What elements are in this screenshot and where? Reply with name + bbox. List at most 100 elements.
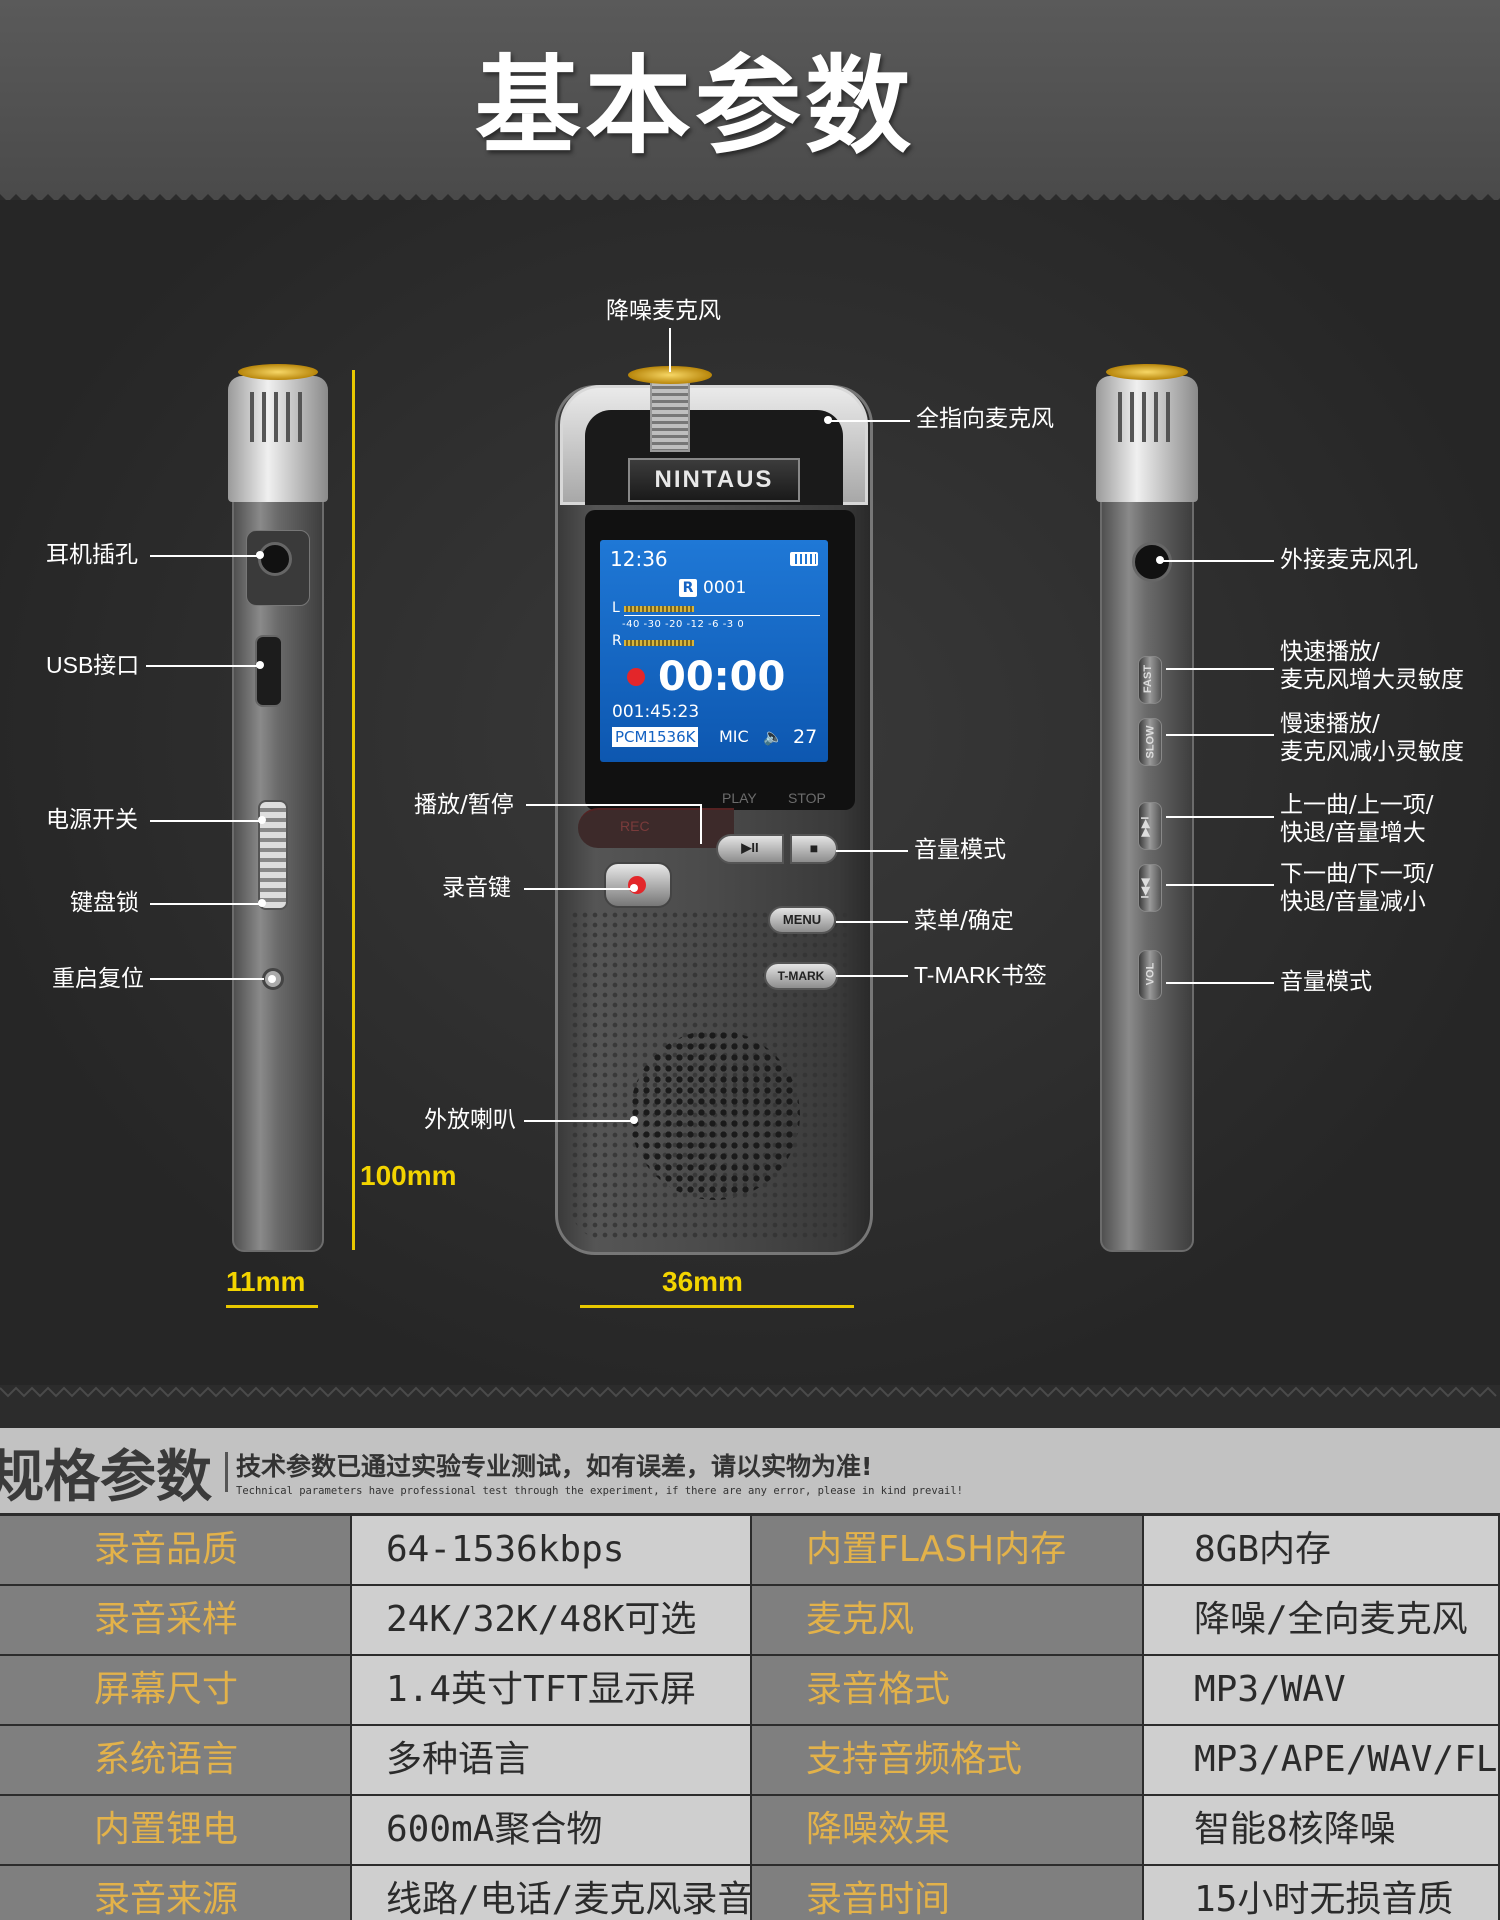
prev-track-button[interactable] (1138, 864, 1162, 912)
grille (250, 392, 254, 442)
callout-speaker: 外放喇叭 (424, 1107, 516, 1133)
leader-line (1160, 560, 1274, 562)
next-track-button[interactable] (1138, 802, 1162, 850)
slow-label: SLOW (1144, 725, 1157, 759)
grille (274, 392, 278, 442)
grille (286, 392, 290, 442)
battery-icon (790, 552, 818, 566)
grille (1142, 392, 1146, 442)
spec-label: 麦克风 (752, 1586, 1142, 1654)
record-badge: R (679, 579, 697, 597)
page-header: 基本参数 (0, 0, 1500, 200)
leader-dot (256, 661, 264, 669)
spec-value: 24K/32K/48K可选 (352, 1586, 750, 1654)
level-meter-right (624, 640, 694, 646)
right-mic-head (1096, 376, 1198, 502)
callout-tmark: T-MARK书签 (914, 962, 1047, 988)
next-track-icon: ▶▶I (1139, 816, 1152, 837)
callout-menu-confirm: 菜单/确定 (914, 908, 1014, 934)
speaker-volume-icon: 🔈 (763, 727, 783, 746)
callout-headphone-jack: 耳机插孔 (46, 542, 138, 568)
callout-volume-mode-front: 音量模式 (914, 837, 1006, 863)
callout-slow-2: 麦克风减小灵敏度 (1280, 739, 1464, 765)
tmark-button[interactable]: T-MARK (764, 962, 838, 990)
usb-port[interactable] (255, 635, 283, 707)
play-pause-button[interactable]: ▶II (716, 834, 784, 864)
leader-line (150, 978, 264, 980)
leader-dot (256, 551, 264, 559)
spec-separator (225, 1452, 228, 1492)
grille (1166, 392, 1170, 442)
leader-line (830, 420, 910, 422)
right-gold-cap (1106, 364, 1188, 380)
record-dot-icon (627, 668, 645, 686)
spec-label: 录音采样 (0, 1586, 350, 1654)
speaker-grille (630, 1030, 800, 1200)
stop-label: STOP (788, 790, 826, 806)
spec-value: 600mA聚合物 (352, 1796, 750, 1864)
volume-button[interactable] (1138, 950, 1162, 1000)
height-dimension: 100mm (360, 1160, 457, 1191)
screen-counter: 00:00 (658, 654, 786, 700)
leader-dot (630, 1116, 638, 1124)
callout-ext-mic: 外接麦克风孔 (1280, 547, 1418, 573)
leader-dot (824, 416, 832, 424)
leader-line (150, 555, 262, 557)
fast-label: FAST (1142, 664, 1155, 694)
height-dimension-line (352, 370, 355, 1250)
leader-line (836, 921, 908, 923)
spec-value: MP3/WAV (1144, 1656, 1498, 1724)
grille (262, 392, 266, 442)
callout-next-2: 快退/音量减小 (1280, 889, 1426, 915)
spec-value: 智能8核降噪 (1144, 1796, 1498, 1864)
grille (1118, 392, 1122, 442)
spec-label: 内置锂电 (0, 1796, 350, 1864)
spec-label: 系统语言 (0, 1726, 350, 1794)
callout-omni-mic: 全指向麦克风 (916, 406, 1054, 432)
leader-line (1166, 734, 1274, 736)
left-gold-cap (238, 364, 318, 380)
leader-dot (258, 816, 266, 824)
callout-prev-2: 快退/音量增大 (1280, 820, 1426, 846)
spec-value: MP3/APE/WAV/FLAC (1144, 1726, 1498, 1794)
spec-value: 1.4英寸TFT显示屏 (352, 1656, 750, 1724)
callout-slow-1: 慢速播放/ (1280, 711, 1380, 737)
callout-play-pause: 播放/暂停 (414, 792, 514, 818)
external-mic-jack[interactable] (1132, 542, 1172, 582)
leader-line (524, 1120, 634, 1122)
width-dimension: 36mm (662, 1266, 743, 1297)
callout-usb-port: USB接口 (46, 652, 140, 678)
slow-button[interactable] (1138, 718, 1162, 766)
screen-volume: 27 (793, 726, 818, 748)
leader-line (1166, 884, 1274, 886)
prev-track-icon: I◀◀ (1139, 878, 1152, 899)
meter-scale (624, 615, 820, 616)
callout-fast-2: 麦克风增大灵敏度 (1280, 667, 1464, 693)
callout-record-key: 录音键 (442, 875, 511, 901)
spec-label: 降噪效果 (752, 1796, 1142, 1864)
spec-value: 64-1536kbps (352, 1516, 750, 1584)
spec-label: 录音品质 (0, 1516, 350, 1584)
spec-note: 技术参数已通过实验专业测试，如有误差，请以实物为准! (236, 1452, 873, 1481)
level-meter-left (624, 606, 694, 612)
leader-line (836, 975, 908, 977)
spec-note-english: Technical parameters have professional t… (236, 1485, 963, 1497)
screen-format: PCM1536K (612, 727, 699, 747)
leader-line (700, 804, 702, 844)
spec-label: 录音时间 (752, 1866, 1142, 1920)
lcd-screen (600, 540, 828, 762)
menu-button[interactable]: MENU (768, 906, 836, 934)
grille (298, 392, 302, 442)
leader-line (146, 665, 262, 667)
fast-button[interactable] (1138, 656, 1162, 704)
spec-label: 内置FLASH内存 (752, 1516, 1142, 1584)
rec-strip (578, 808, 734, 848)
headphone-jack[interactable] (258, 542, 292, 576)
front-gold-cap (628, 366, 712, 384)
stop-button[interactable]: ■ (790, 834, 838, 864)
leader-line (669, 328, 671, 372)
